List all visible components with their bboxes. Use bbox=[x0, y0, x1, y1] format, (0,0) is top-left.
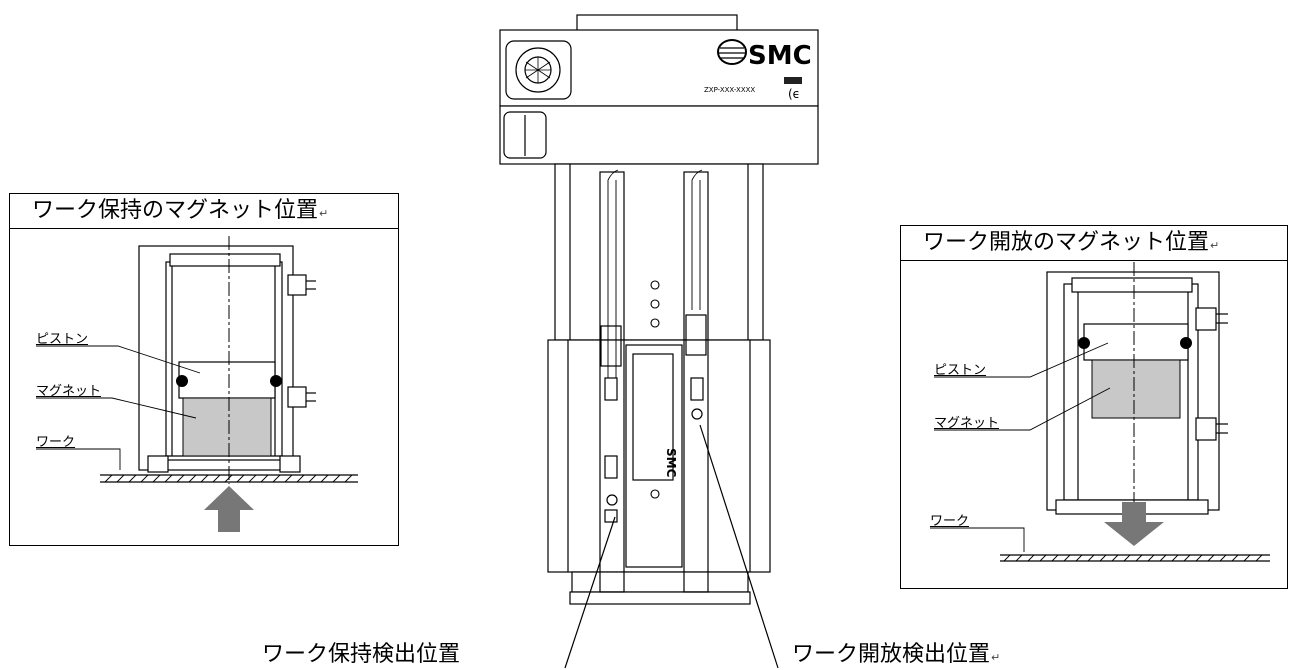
return-mark-icon: ↵ bbox=[319, 207, 329, 220]
release-work-plate bbox=[1000, 554, 1270, 562]
release-magnet-panel: ワーク開放のマグネット位置↵ bbox=[900, 225, 1288, 589]
release-magnet-label: マグネット bbox=[934, 416, 1000, 431]
hold-sensor-screw-icon bbox=[606, 494, 618, 506]
return-mark-icon: ↵ bbox=[1210, 239, 1220, 252]
release-detect-caption: ワーク開放検出位置↵ bbox=[792, 642, 1001, 667]
hold-magnet bbox=[182, 397, 272, 457]
up-arrow-icon bbox=[204, 486, 254, 532]
hold-leader-lines bbox=[36, 345, 201, 470]
side-smc-marking: SMC bbox=[664, 448, 678, 478]
hold-piston-label: ピストン bbox=[36, 332, 89, 347]
return-mark-icon: ↵ bbox=[991, 651, 1001, 664]
hold-sensor-dot-right bbox=[270, 375, 282, 387]
smc-logo: SMC ZXP-XXX-XXXX (ϵ bbox=[704, 39, 812, 101]
release-magnet bbox=[1091, 359, 1181, 419]
svg-text:(ϵ: (ϵ bbox=[788, 87, 800, 101]
release-work-label: ワーク bbox=[930, 514, 970, 529]
release-detect-pointer bbox=[699, 424, 779, 669]
brand-text: SMC bbox=[748, 41, 812, 71]
release-piston-label: ピストン bbox=[934, 363, 987, 378]
hold-work-label: ワーク bbox=[36, 435, 76, 450]
release-sensor-dot-right bbox=[1180, 337, 1192, 349]
hold-panel-title: ワーク保持のマグネット位置↵ bbox=[10, 194, 398, 229]
hold-work-plate bbox=[100, 474, 358, 483]
hold-detect-caption: ワーク保持検出位置 bbox=[262, 642, 461, 667]
release-panel-title: ワーク開放のマグネット位置↵ bbox=[901, 226, 1287, 261]
hold-sensor-dot-left bbox=[176, 375, 188, 387]
hold-piston bbox=[178, 361, 276, 399]
device-holes bbox=[650, 280, 660, 499]
model-marking: ZXP-XXX-XXXX bbox=[704, 86, 755, 94]
down-arrow-icon bbox=[1104, 502, 1164, 546]
hold-magnet-label: マグネット bbox=[36, 384, 102, 399]
release-sensor-dot-left bbox=[1078, 337, 1090, 349]
release-piston bbox=[1083, 323, 1189, 361]
release-leader-lines bbox=[930, 342, 1111, 552]
gripper-device bbox=[499, 14, 819, 605]
release-sensor-screw-icon bbox=[691, 408, 703, 420]
hold-detect-pointer bbox=[564, 516, 616, 669]
